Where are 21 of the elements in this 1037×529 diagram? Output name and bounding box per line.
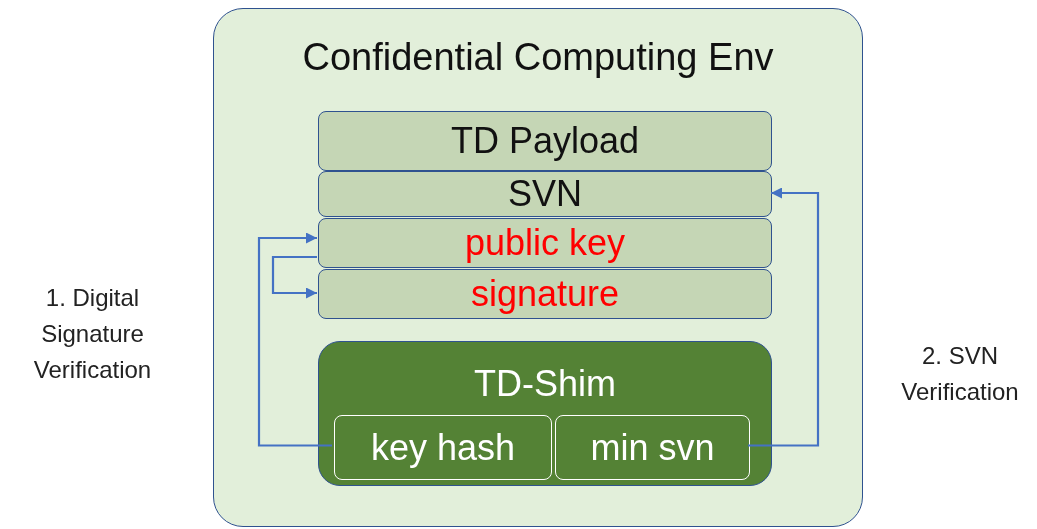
step-label: 1. Digital Signature Verification xyxy=(32,283,153,385)
node-label: public key xyxy=(464,223,626,263)
connector-arrow xyxy=(257,232,332,447)
node-label: TD-Shim xyxy=(474,364,616,404)
node-label: key hash xyxy=(370,427,516,468)
connector-arrow xyxy=(271,255,317,299)
shim-box xyxy=(318,341,772,486)
payload-section xyxy=(318,218,772,268)
node-label: signature xyxy=(470,274,620,314)
connector-arrow xyxy=(748,187,820,447)
environment-box xyxy=(213,8,863,527)
payload-section xyxy=(318,269,772,319)
payload-section xyxy=(318,171,772,217)
field-box xyxy=(555,415,750,480)
node-label: min svn xyxy=(590,427,715,468)
step-label: 2. SVN Verification xyxy=(900,341,1020,407)
node-label: Confidential Computing Env xyxy=(302,37,774,79)
payload-section xyxy=(318,111,772,171)
node-label: TD Payload xyxy=(450,121,640,161)
node-label: SVN xyxy=(508,174,582,214)
field-box xyxy=(334,415,552,480)
